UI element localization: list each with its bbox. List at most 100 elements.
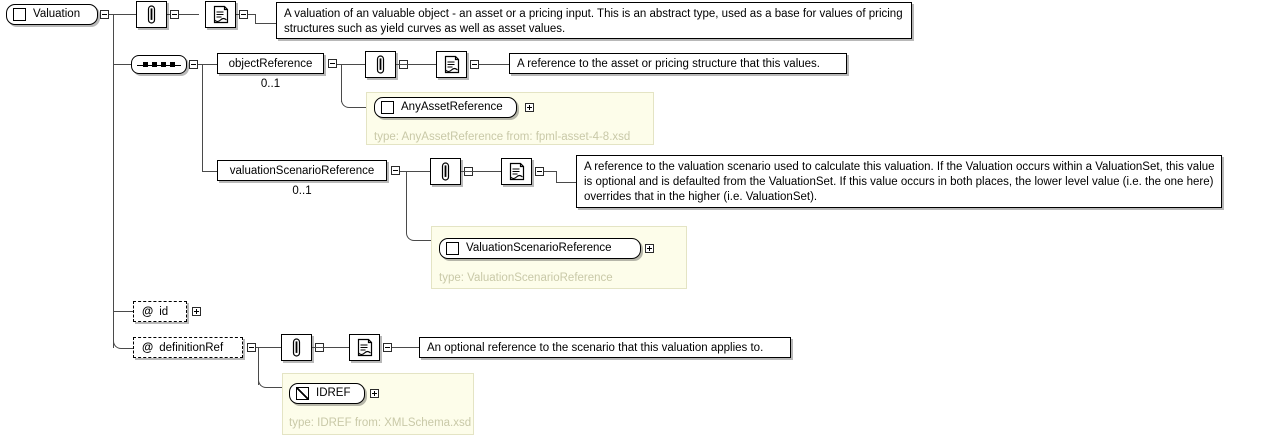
sequence-dot	[152, 62, 157, 67]
documentation-text-objectreference: A reference to the asset or pricing stru…	[509, 53, 847, 74]
sequence-trunk-line	[202, 64, 203, 171]
type-node-label: IDREF	[316, 387, 351, 399]
definitionref-branch-v	[258, 347, 259, 385]
vsr-to-annot	[400, 171, 430, 172]
complex-element-icon	[13, 8, 26, 21]
documentation-text: A valuation of an valuable object - an a…	[284, 8, 903, 35]
annotation-icon-box-objectreference[interactable]	[365, 51, 396, 78]
type-node-label: ValuationScenarioReference	[466, 242, 612, 254]
type-node-label: AnyAssetReference	[401, 101, 503, 113]
element-box-objectreference[interactable]: objectReference	[217, 53, 324, 74]
documentation-text: A reference to the valuation scenario us…	[584, 161, 1215, 203]
text-elbow-root	[255, 23, 276, 24]
type-node-valuationscenarioreference[interactable]: ValuationScenarioReference	[439, 238, 641, 259]
occurrence-label-objectreference: 0..1	[260, 78, 281, 90]
objectreference-to-type-elbow	[341, 95, 364, 108]
annot-to-doc-line-root	[167, 14, 199, 15]
type-node-idref[interactable]: IDREF	[289, 383, 365, 404]
paperclip-icon	[441, 162, 450, 181]
collapse-box-sequence[interactable]	[189, 60, 198, 69]
collapse-box-doc-objectreference[interactable]	[470, 60, 479, 69]
document-scroll-icon	[444, 55, 460, 74]
objectreference-to-annot	[337, 64, 365, 65]
paperclip-icon	[292, 338, 301, 357]
expand-box-anyassetreference[interactable]	[525, 103, 534, 112]
element-label: Valuation	[33, 8, 81, 20]
doc-elbow-vsr-v	[556, 171, 557, 182]
vsr-to-type-elbow	[406, 228, 429, 241]
type-caption-anyassetreference: type: AnyAssetReference from: fpml-asset…	[374, 131, 631, 143]
occurrence-label-valuationscenarioreference: 0..1	[292, 185, 312, 197]
simple-type-icon	[296, 387, 309, 400]
documentation-icon-box-vsr[interactable]	[501, 158, 532, 185]
documentation-text: An optional reference to the scenario th…	[427, 342, 764, 354]
sequence-dot	[161, 62, 166, 67]
annot-to-doc-objectreference	[396, 64, 436, 65]
doc-to-text-vsr	[556, 182, 576, 183]
collapse-box-definitionref[interactable]	[247, 343, 256, 352]
text-elbow-root-v	[255, 14, 256, 23]
definitionref-to-annot	[256, 347, 281, 348]
sequence-to-valuationscenarioreference	[202, 171, 217, 172]
collapse-box-doc-definitionref[interactable]	[383, 343, 392, 352]
element-node-valuation[interactable]: Valuation	[6, 4, 98, 25]
attribute-box-id[interactable]: @ id	[133, 301, 187, 322]
doc-elbow-vsr-h	[544, 171, 556, 172]
documentation-icon-box-root[interactable]	[205, 1, 236, 28]
documentation-text-definitionref: An optional reference to the scenario th…	[419, 337, 791, 358]
root-trunk-line	[113, 14, 114, 348]
element-label: objectReference	[228, 57, 313, 70]
annotation-icon-box-definitionref[interactable]	[281, 334, 312, 361]
collapse-box-valuation[interactable]	[100, 10, 109, 19]
attribute-label: id	[159, 305, 169, 318]
trunk-to-definitionref-elbow	[113, 340, 134, 349]
type-caption-valuationscenarioreference: type: ValuationScenarioReference	[439, 272, 613, 284]
sequence-dot	[143, 62, 148, 67]
type-node-anyassetreference[interactable]: AnyAssetReference	[374, 97, 517, 118]
sequence-to-objectreference	[198, 64, 217, 65]
expand-box-id[interactable]	[192, 307, 201, 316]
complex-type-icon	[381, 101, 394, 114]
annot-to-doc-definitionref	[312, 347, 350, 348]
complex-type-icon	[446, 242, 459, 255]
trunk-to-id	[113, 311, 133, 312]
attribute-marker: @	[142, 305, 154, 318]
vsr-branch-v	[406, 171, 407, 233]
paperclip-icon	[147, 5, 156, 24]
doc-to-text-objectreference	[479, 64, 509, 65]
annotation-icon-box-root[interactable]	[136, 1, 167, 28]
attribute-marker: @	[142, 341, 154, 354]
document-scroll-icon	[357, 338, 373, 357]
documentation-text-root: A valuation of an valuable object - an a…	[276, 2, 912, 39]
definitionref-type-line	[276, 387, 286, 388]
sequence-dot	[170, 62, 175, 67]
sequence-bar	[137, 65, 181, 66]
documentation-text-vsr: A reference to the valuation scenario us…	[576, 155, 1222, 208]
paperclip-icon	[376, 55, 385, 74]
attribute-label: definitionRef	[159, 341, 224, 354]
expand-box-valuationscenarioreference[interactable]	[645, 244, 654, 253]
attribute-box-definitionref[interactable]: @ definitionRef	[133, 337, 243, 358]
trunk-to-sequence	[113, 64, 131, 65]
document-scroll-icon	[213, 5, 229, 24]
expand-box-idref[interactable]	[370, 389, 379, 398]
documentation-icon-box-definitionref[interactable]	[349, 334, 380, 361]
collapse-box-doc-vsr[interactable]	[535, 167, 544, 176]
annotation-icon-box-vsr[interactable]	[430, 158, 461, 185]
element-box-valuationscenarioreference[interactable]: valuationScenarioReference	[217, 160, 387, 181]
collapse-box-annot-root[interactable]	[170, 10, 179, 19]
type-caption-idref: type: IDREF from: XMLSchema.xsd	[289, 417, 472, 429]
document-scroll-icon	[509, 162, 525, 181]
sequence-compositor[interactable]	[131, 55, 187, 74]
documentation-icon-box-objectreference[interactable]	[436, 51, 467, 78]
collapse-box-valuationscenarioreference[interactable]	[391, 166, 400, 175]
definitionref-to-type-elbow	[258, 375, 279, 388]
annot-to-doc-vsr	[461, 171, 501, 172]
doc-to-text-definitionref	[392, 347, 419, 348]
collapse-box-objectreference[interactable]	[328, 59, 337, 68]
element-label: valuationScenarioReference	[229, 164, 375, 177]
objectreference-branch-v	[341, 64, 342, 102]
documentation-text: A reference to the asset or pricing stru…	[517, 58, 820, 70]
collapse-box-doc-root[interactable]	[239, 10, 248, 19]
root-to-annot-line	[104, 14, 138, 15]
